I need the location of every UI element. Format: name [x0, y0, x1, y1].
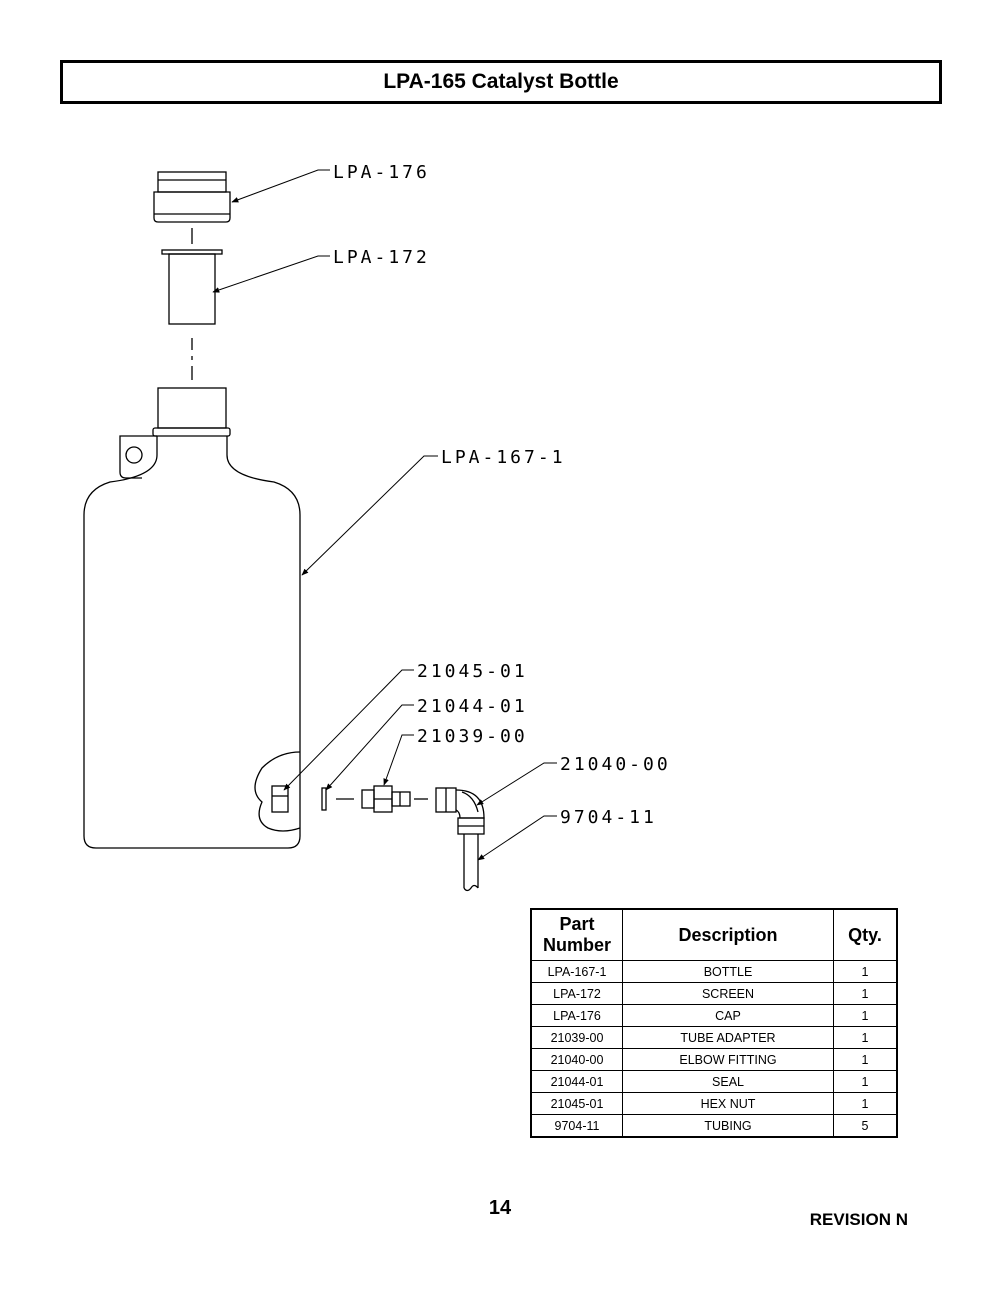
cell-description: BOTTLE — [622, 960, 834, 983]
callout-cap: LPA-176 — [333, 162, 430, 183]
header-description: Description — [622, 908, 834, 961]
header-qty: Qty. — [833, 908, 898, 961]
cell-part: LPA-176 — [530, 1004, 623, 1027]
elbow-fitting-part — [435, 787, 485, 835]
cell-description: SCREEN — [622, 982, 834, 1005]
cell-qty: 5 — [833, 1114, 898, 1138]
cell-description: TUBING — [622, 1114, 834, 1138]
page-title: LPA-165 Catalyst Bottle — [383, 70, 619, 93]
cap-part — [153, 171, 231, 223]
cell-qty: 1 — [833, 982, 898, 1005]
cell-part: LPA-167-1 — [530, 960, 623, 983]
cell-qty: 1 — [833, 960, 898, 983]
page-number: 14 — [488, 1197, 512, 1219]
callout-screen: LPA-172 — [333, 247, 430, 268]
cell-qty: 1 — [833, 1070, 898, 1093]
seal-part — [321, 787, 327, 811]
screen-part — [161, 249, 223, 325]
header-part-number: Part Number — [530, 908, 623, 961]
page-title-box: LPA-165 Catalyst Bottle — [60, 60, 942, 104]
cell-description: ELBOW FITTING — [622, 1048, 834, 1071]
parts-table-header: Part Number Description Qty. — [530, 908, 898, 961]
bottle-part — [83, 387, 301, 849]
cell-qty: 1 — [833, 1026, 898, 1049]
cell-description: SEAL — [622, 1070, 834, 1093]
callout-bottle: LPA-167-1 — [441, 447, 566, 468]
cell-description: HEX NUT — [622, 1092, 834, 1115]
cell-description: CAP — [622, 1004, 834, 1027]
cell-qty: 1 — [833, 1004, 898, 1027]
callout-seal: 21044-01 — [417, 696, 528, 717]
callout-hex-nut: 21045-01 — [417, 661, 528, 682]
cell-part: 21044-01 — [530, 1070, 623, 1093]
tube-adapter-part — [361, 785, 411, 813]
hex-nut-part — [271, 785, 289, 813]
cell-qty: 1 — [833, 1092, 898, 1115]
cell-part: LPA-172 — [530, 982, 623, 1005]
callout-elbow-fitting: 21040-00 — [560, 754, 671, 775]
cell-part: 21040-00 — [530, 1048, 623, 1071]
cell-part: 9704-11 — [530, 1114, 623, 1138]
cell-description: TUBE ADAPTER — [622, 1026, 834, 1049]
cell-part: 21039-00 — [530, 1026, 623, 1049]
cell-qty: 1 — [833, 1048, 898, 1071]
callout-tube-adapter: 21039-00 — [417, 726, 528, 747]
tubing-part — [463, 834, 479, 892]
cell-part: 21045-01 — [530, 1092, 623, 1115]
revision-label: REVISION N — [809, 1210, 908, 1229]
callout-tubing: 9704-11 — [560, 807, 657, 828]
